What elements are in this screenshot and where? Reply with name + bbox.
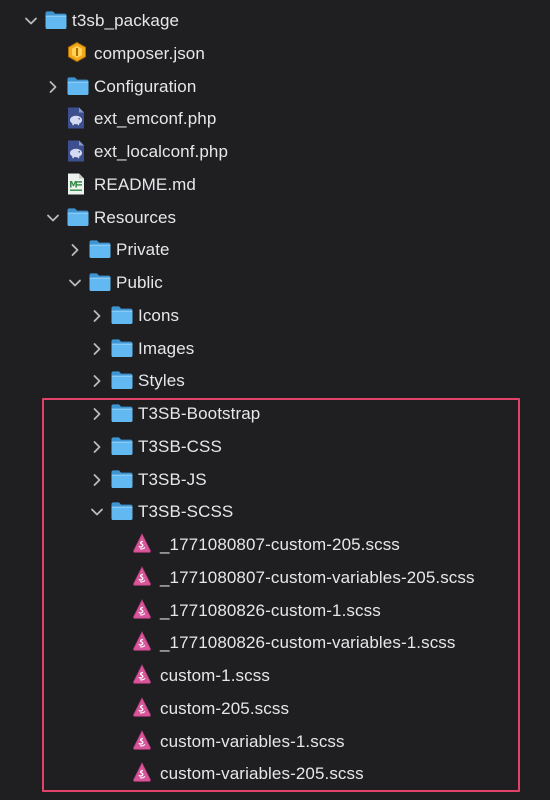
scss-file-icon — [132, 598, 152, 625]
file-row-ext-emconf-php[interactable]: ext_emconf.php — [0, 102, 550, 135]
file-row-1771080826-custom-1-scss[interactable]: _1771080826-custom-1.scss — [0, 594, 550, 627]
folder-icon — [110, 435, 134, 462]
chevron-right-icon[interactable] — [90, 341, 104, 355]
file-row-composer-json[interactable]: composer.json — [0, 37, 550, 70]
folder-label: T3SB-CSS — [138, 436, 222, 456]
scss-file-icon — [132, 532, 152, 559]
folder-icon — [110, 402, 134, 429]
file-row-custom-1-scss[interactable]: custom-1.scss — [0, 659, 550, 692]
scss-file-icon — [132, 729, 152, 756]
folder-row-t3sb-scss[interactable]: T3SB-SCSS — [0, 495, 550, 528]
folder-row-t3sb-css[interactable]: T3SB-CSS — [0, 430, 550, 463]
file-label: ext_localconf.php — [94, 142, 229, 161]
folder-icon — [88, 238, 112, 265]
php-file-icon — [66, 106, 86, 135]
folder-row-t3sb-package[interactable]: t3sb_package — [0, 4, 550, 37]
folder-row-styles[interactable]: Styles — [0, 364, 550, 397]
folder-label: T3SB-JS — [138, 469, 207, 489]
folder-row-configuration[interactable]: Configuration — [0, 70, 550, 103]
file-label: _1771080826-custom-1.scss — [160, 600, 381, 620]
folder-row-icons[interactable]: Icons — [0, 299, 550, 332]
chevron-right-icon[interactable] — [46, 79, 60, 93]
file-label: _1771080807-custom-variables-205.scss — [160, 567, 475, 587]
chevron-down-icon[interactable] — [90, 504, 104, 518]
markdown-file-icon: M — [66, 172, 86, 201]
svg-text:M: M — [69, 180, 78, 190]
folder-row-private[interactable]: Private — [0, 233, 550, 266]
composer-json-icon — [66, 41, 88, 68]
folder-icon — [110, 468, 134, 495]
folder-label: Images — [138, 338, 195, 358]
folder-row-t3sb-js[interactable]: T3SB-JS — [0, 463, 550, 496]
scss-file-icon — [132, 565, 152, 592]
folder-row-t3sb-bootstrap[interactable]: T3SB-Bootstrap — [0, 397, 550, 430]
folder-icon — [44, 9, 68, 36]
file-row-1771080807-custom-205-scss[interactable]: _1771080807-custom-205.scss — [0, 528, 550, 561]
file-label: composer.json — [94, 43, 205, 63]
chevron-right-icon[interactable] — [90, 373, 104, 388]
file-label: README.md — [94, 174, 196, 194]
folder-label: T3SB-SCSS — [138, 502, 234, 522]
file-label: _1771080807-custom-205.scss — [160, 535, 400, 554]
chevron-down-icon[interactable] — [46, 210, 60, 224]
file-row-custom-variables-205-scss[interactable]: custom-variables-205.scss — [0, 757, 550, 790]
folder-icon — [110, 500, 134, 527]
file-row-1771080807-custom-variables-205-scss[interactable]: _1771080807-custom-variables-205.scss — [0, 561, 550, 594]
file-label: custom-variables-205.scss — [160, 764, 364, 784]
folder-row-images[interactable]: Images — [0, 332, 550, 365]
folder-label: t3sb_package — [72, 11, 180, 30]
chevron-right-icon[interactable] — [90, 308, 104, 322]
file-label: custom-1.scss — [160, 666, 270, 685]
folder-label: Configuration — [94, 76, 197, 96]
file-label: custom-205.scss — [160, 698, 290, 718]
scss-file-icon — [132, 761, 152, 788]
file-row-custom-205-scss[interactable]: custom-205.scss — [0, 692, 550, 725]
folder-label: T3SB-Bootstrap — [138, 404, 261, 423]
file-row-1771080826-custom-variables-1-scss[interactable]: _1771080826-custom-variables-1.scss — [0, 626, 550, 659]
scss-file-icon — [132, 663, 152, 690]
file-label: custom-variables-1.scss — [160, 731, 345, 751]
file-row-readme-md[interactable]: M README.md — [0, 168, 550, 201]
folder-icon — [110, 369, 134, 396]
chevron-right-icon[interactable] — [90, 439, 104, 453]
folder-row-resources[interactable]: Resources — [0, 201, 550, 234]
chevron-down-icon[interactable] — [68, 275, 82, 289]
folder-label: Public — [116, 273, 163, 292]
folder-label: Styles — [138, 371, 185, 391]
file-label: ext_emconf.php — [94, 109, 217, 129]
chevron-right-icon[interactable] — [68, 242, 82, 257]
chevron-right-icon[interactable] — [90, 406, 104, 420]
folder-icon — [110, 337, 134, 364]
file-row-custom-variables-1-scss[interactable]: custom-variables-1.scss — [0, 725, 550, 758]
chevron-right-icon[interactable] — [90, 472, 104, 486]
chevron-down-icon[interactable] — [24, 13, 38, 27]
folder-icon — [66, 206, 90, 233]
folder-icon — [66, 75, 90, 102]
folder-icon — [110, 304, 134, 331]
file-label: _1771080826-custom-variables-1.scss — [160, 633, 456, 653]
folder-label: Private — [116, 240, 170, 260]
folder-label: Resources — [94, 207, 177, 227]
scss-file-icon — [132, 630, 152, 657]
scss-file-icon — [132, 696, 152, 723]
php-file-icon — [66, 139, 86, 168]
folder-label: Icons — [138, 305, 180, 325]
file-row-ext-localconf-php[interactable]: ext_localconf.php — [0, 135, 550, 168]
folder-icon — [88, 271, 112, 298]
folder-row-public[interactable]: Public — [0, 266, 550, 299]
